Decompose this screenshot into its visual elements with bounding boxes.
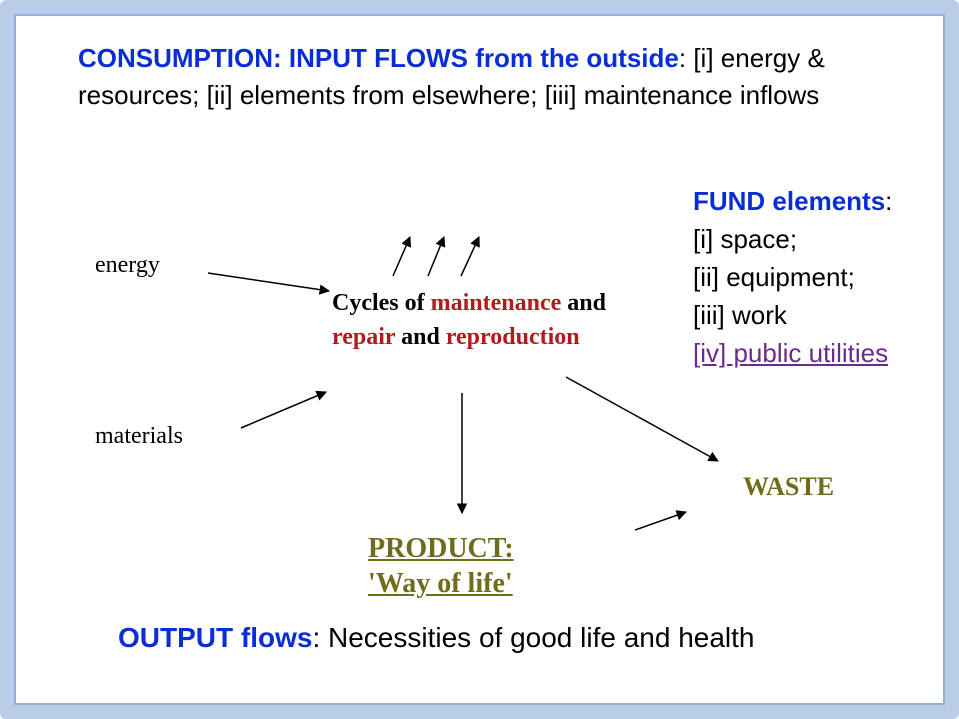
- cycles-maintenance: maintenance: [430, 290, 562, 316]
- fund-item-space: [i] space;: [693, 224, 798, 254]
- product-line1: PRODUCT:: [368, 533, 514, 564]
- arrow-materials-to-cycles: [240, 390, 327, 429]
- cycles-reproduction: reproduction: [445, 324, 580, 350]
- materials-label: materials: [95, 423, 183, 449]
- output-flows: OUTPUT flows: Necessities of good life a…: [118, 622, 755, 654]
- fund-item-public-utilities: [iv] public utilities: [693, 338, 889, 368]
- cycles-part5: and: [395, 324, 446, 350]
- arrow-energy-to-cycles: [207, 272, 331, 295]
- cycles-part1: Cycles of: [332, 290, 431, 316]
- arrow-cycles-to-waste: [565, 376, 719, 462]
- product-line2: 'Way of life': [368, 568, 513, 599]
- arrow-up-1: [392, 236, 412, 277]
- energy-label: energy: [95, 252, 160, 278]
- waste-label: WASTE: [743, 472, 835, 501]
- fund-colon: :: [885, 186, 893, 216]
- arrow-up-3: [460, 236, 480, 277]
- slide-title: CONSUMPTION: INPUT FLOWS from the outsid…: [78, 40, 878, 114]
- cycles-part3: and: [561, 290, 606, 316]
- output-highlight: OUTPUT flows: [118, 622, 313, 653]
- title-rest: : [i] energy & resources; [ii] elements …: [78, 43, 825, 110]
- fund-title: FUND elements: [693, 186, 886, 216]
- slide-inner-border: [14, 14, 945, 705]
- arrow-up-2: [427, 236, 446, 277]
- fund-elements: FUND elements: [i] space; [ii] equipment…: [693, 182, 892, 372]
- cycles-text: Cycles of maintenance and repair and rep…: [332, 286, 606, 354]
- fund-item-work: [iii] work: [693, 300, 787, 330]
- arrow-product-to-waste: [634, 510, 687, 531]
- output-rest: : Necessities of good life and health: [312, 622, 755, 653]
- fund-item-equipment: [ii] equipment;: [693, 262, 855, 292]
- title-highlight: CONSUMPTION: INPUT FLOWS from the outsid…: [78, 43, 679, 73]
- cycles-repair: repair: [332, 324, 396, 350]
- product-label: PRODUCT: 'Way of life': [368, 531, 514, 601]
